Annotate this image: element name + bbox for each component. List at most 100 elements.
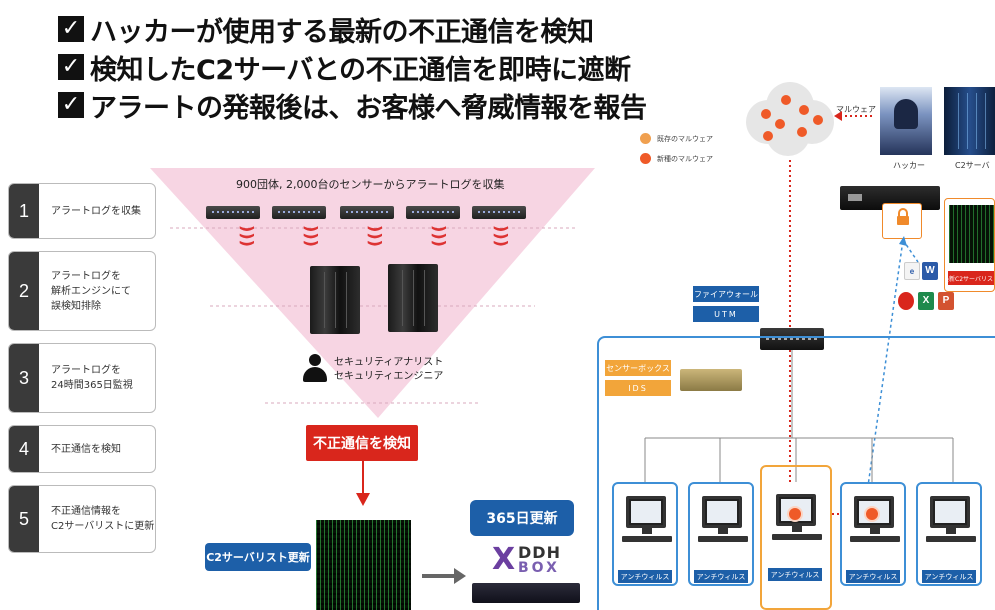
client-pc: アンチウィルス: [688, 482, 754, 586]
sensor-device: [272, 206, 326, 219]
latest-c2-list: 最新C2サーバリスト: [944, 198, 995, 292]
sensor-device: [472, 206, 526, 219]
step-card: 5 不正通信情報を C2サーバリストに更新: [8, 485, 156, 553]
headline-text: 検知したC2サーバとの不正通信を即時に遮断: [90, 54, 631, 86]
down-arrow-icon: [356, 461, 370, 506]
check-icon: ✓: [58, 16, 84, 42]
legend-label: 新種のマルウェア: [657, 154, 713, 163]
c2-list-screen: [949, 205, 994, 263]
antivirus-label: アンチウィルス: [694, 570, 748, 583]
ddh-logo-word: BOX: [518, 560, 560, 576]
hacker-image: [880, 87, 932, 155]
antivirus-label: アンチウィルス: [768, 568, 822, 581]
headline-text: アラートの発報後は、お客様へ脅威情報を報告: [90, 92, 647, 124]
client-pc: アンチウィルス: [764, 482, 830, 586]
utm-label: UTM: [693, 306, 759, 322]
keyboard-icon: [622, 536, 672, 542]
collect-label: 900団体, 2,000台のセンサーからアラートログを収集: [236, 178, 505, 191]
step-text: 不正通信を検知: [51, 443, 121, 455]
antivirus-label: アンチウィルス: [846, 570, 900, 583]
step-text: アラートログを収集: [51, 205, 141, 217]
ddh-box-logo: X DDH BOX: [492, 543, 572, 583]
client-pc: アンチウィルス: [916, 482, 982, 586]
client-pc: アンチウィルス: [840, 482, 906, 586]
monitor-icon: [930, 496, 970, 528]
firewall-device: [760, 328, 824, 350]
latest-c2-list-label: 最新C2サーバリスト: [948, 271, 994, 285]
legend-dot: [640, 133, 651, 144]
c2-server-label: C2サーバ: [955, 161, 990, 170]
powerpoint-icon: P: [938, 292, 954, 310]
step-card: 3 アラートログを 24時間365日監視: [8, 343, 156, 413]
internet-cloud-icon: [746, 82, 834, 156]
infected-pc-highlight: [760, 465, 832, 610]
step-number: 3: [9, 344, 39, 412]
hacker-label: ハッカー: [893, 161, 925, 170]
step-text: 不正通信情報を C2サーバリストに更新: [51, 506, 155, 532]
analyst-label: セキュリティアナリスト セキュリティエンジニア: [334, 356, 443, 384]
block-indicator: [882, 203, 922, 239]
c2-list-update-label: C2サーバリスト更新: [205, 543, 311, 571]
legend-item: 既存のマルウェア: [640, 133, 713, 144]
step-number: 5: [9, 486, 39, 552]
check-icon: ✓: [58, 54, 84, 80]
ddh-logo-word: DDH: [518, 543, 561, 562]
analysis-server: [388, 264, 438, 332]
word-icon: W: [922, 262, 938, 280]
malware-dot: [866, 508, 878, 520]
collection-funnel: 900団体, 2,000台のセンサーからアラートログを収集 ))) ))) ))…: [150, 168, 595, 418]
sensor-device: [206, 206, 260, 219]
ie-icon: e: [904, 262, 920, 280]
ids-label: IDS: [605, 380, 671, 396]
analyst-line: セキュリティアナリスト: [334, 357, 444, 368]
legend-item: 新種のマルウェア: [640, 153, 713, 164]
antivirus-label: アンチウィルス: [618, 570, 672, 583]
keyboard-icon: [698, 536, 748, 542]
antivirus-label: アンチウィルス: [922, 570, 976, 583]
headline-row: ✓ ハッカーが使用する最新の不正通信を検知: [58, 10, 647, 48]
monitor-icon: [702, 496, 742, 528]
lock-icon: [897, 208, 909, 225]
keyboard-icon: [850, 536, 900, 542]
right-arrow-icon: [422, 568, 466, 584]
c2-server-image: [944, 87, 995, 155]
excel-icon: X: [918, 292, 934, 310]
malware-label: マルウェア: [836, 105, 876, 114]
firewall-label: ファイアウォール: [693, 286, 759, 302]
headline-row: ✓ アラートの発報後は、お客様へ脅威情報を報告: [58, 86, 647, 124]
check-icon: ✓: [58, 92, 84, 118]
analysis-server: [310, 266, 360, 334]
malware-dot: [789, 508, 801, 520]
step-card: 4 不正通信を検知: [8, 425, 156, 473]
ddh-box-device: [472, 583, 580, 603]
keyboard-icon: [772, 534, 822, 540]
funnel-shape: [150, 168, 595, 418]
c2-list-image: [316, 520, 411, 610]
step-number: 2: [9, 252, 39, 330]
step-card: 1 アラートログを収集: [8, 183, 156, 239]
ddh-logo-mark: X: [492, 542, 516, 577]
sensor-device: [406, 206, 460, 219]
step-card: 2 アラートログを 解析エンジンにて 誤検知排除: [8, 251, 156, 331]
detect-label: 不正通信を検知: [306, 425, 418, 461]
analyst-icon: [302, 354, 328, 382]
legend-label: 既存のマルウェア: [657, 134, 713, 143]
keyboard-icon: [926, 536, 976, 542]
headline-text: ハッカーが使用する最新の不正通信を検知: [90, 16, 594, 48]
update-frequency-label: 365日更新: [470, 500, 574, 536]
step-text: アラートログを 解析エンジンにて 誤検知排除: [51, 270, 131, 312]
legend-dot: [640, 153, 651, 164]
internal-network-frame: [597, 336, 995, 610]
sensor-box-device: [680, 369, 742, 391]
client-pc: アンチウィルス: [612, 482, 678, 586]
analyst-line: セキュリティエンジニア: [334, 371, 444, 382]
monitor-icon: [626, 496, 666, 528]
step-number: 4: [9, 426, 39, 472]
sensor-device: [340, 206, 394, 219]
pdf-icon: [898, 292, 914, 310]
step-text: アラートログを 24時間365日監視: [51, 365, 133, 391]
step-number: 1: [9, 184, 39, 238]
headline-row: ✓ 検知したC2サーバとの不正通信を即時に遮断: [58, 48, 647, 86]
sensor-box-label: センサーボックス: [605, 360, 671, 376]
headline: ✓ ハッカーが使用する最新の不正通信を検知 ✓ 検知したC2サーバとの不正通信を…: [58, 10, 647, 124]
